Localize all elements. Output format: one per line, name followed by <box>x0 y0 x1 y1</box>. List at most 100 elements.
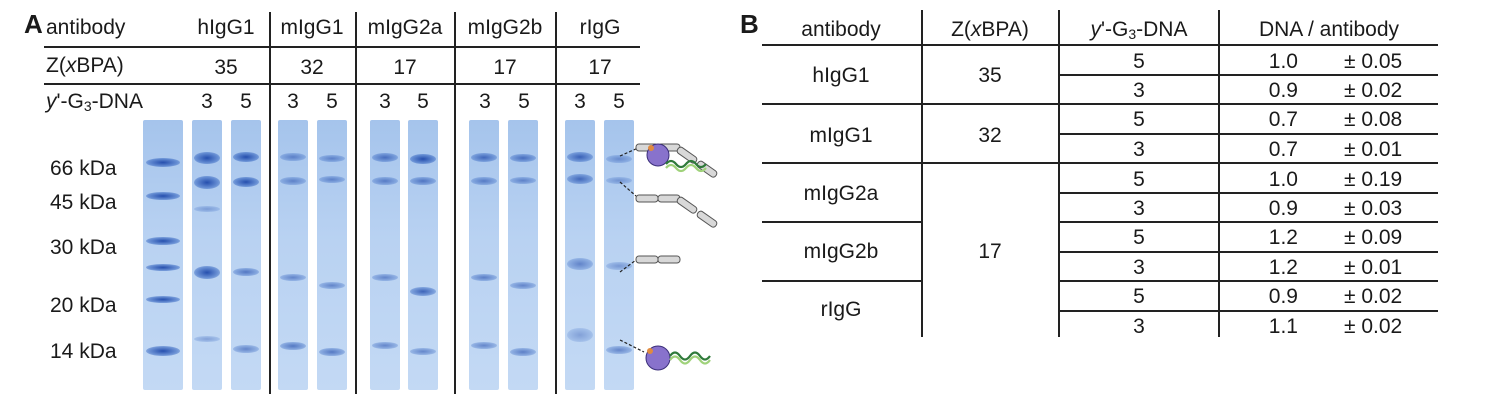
error-cell: ± 0.01 <box>1344 138 1403 161</box>
group-antibody-mIgG1: mIgG1 <box>809 124 873 147</box>
table-rule <box>762 44 1438 46</box>
ratio-cell: 0.9 <box>1268 285 1298 308</box>
error-cell: ± 0.08 <box>1344 108 1403 131</box>
table-rule <box>762 162 1438 164</box>
lane-divider <box>269 12 271 394</box>
lane-label: 5 <box>326 90 338 113</box>
antibody-mIgG1: mIgG1 <box>280 16 344 39</box>
lane-divider <box>355 12 357 394</box>
lane-label: 5 <box>417 90 429 113</box>
lane-label: 3 <box>479 90 491 113</box>
gel-lane <box>278 120 308 390</box>
gel-lane <box>469 120 499 390</box>
row-label-antibody: antibody <box>46 16 126 39</box>
table-rule <box>1058 221 1438 223</box>
antibody-mIgG2b: mIgG2b <box>467 16 543 39</box>
ratio-cell: 1.0 <box>1268 168 1298 191</box>
lane-divider <box>454 12 456 394</box>
z-value-mIgG2a: 17 <box>393 56 417 79</box>
table-rule <box>762 103 1438 105</box>
group-z-35: 35 <box>978 64 1002 87</box>
table-divider <box>1058 10 1060 337</box>
ratio-cell: 0.7 <box>1268 138 1298 161</box>
gel-lane-ladder <box>143 120 183 390</box>
table-divider <box>921 10 923 337</box>
error-cell: ± 0.03 <box>1344 197 1403 220</box>
table-divider <box>1218 10 1220 337</box>
table-rule <box>762 221 921 223</box>
table-rule <box>1058 251 1438 253</box>
table-rule <box>1058 280 1438 282</box>
group-z-17: 17 <box>978 240 1002 263</box>
group-antibody-mIgG2a: mIgG2a <box>803 182 879 205</box>
gel-lane <box>508 120 538 390</box>
ratio-cell: 0.9 <box>1268 79 1298 102</box>
z-value-mIgG1: 32 <box>300 56 324 79</box>
row-label-zxbpa: Z(xBPA) <box>46 54 124 77</box>
error-cell: ± 0.02 <box>1344 79 1403 102</box>
dna-cell: 5 <box>1133 285 1145 308</box>
table-rule <box>44 46 640 48</box>
dna-cell: 3 <box>1133 138 1145 161</box>
group-z-32: 32 <box>978 124 1002 147</box>
lane-label: 5 <box>613 90 625 113</box>
group-antibody-mIgG2b: mIgG2b <box>803 240 879 263</box>
z-value-hIgG1: 35 <box>214 56 238 79</box>
ratio-cell: 1.2 <box>1268 256 1298 279</box>
row-label-dna: y'-G3-DNA <box>46 90 143 114</box>
marker-45kda: 45 kDa <box>50 191 117 214</box>
error-cell: ± 0.19 <box>1344 168 1403 191</box>
error-cell: ± 0.09 <box>1344 226 1403 249</box>
group-antibody-rIgG: rIgG <box>820 298 862 321</box>
dna-cell: 5 <box>1133 168 1145 191</box>
gel-lane <box>565 120 595 390</box>
lane-label: 3 <box>574 90 586 113</box>
table-rule <box>1058 74 1438 76</box>
ratio-cell: 1.0 <box>1268 50 1298 73</box>
gel-lane <box>192 120 222 390</box>
lane-label: 5 <box>518 90 530 113</box>
header-zxbpa: Z(xBPA) <box>951 18 1029 41</box>
marker-30kda: 30 kDa <box>50 236 117 259</box>
header-antibody: antibody <box>801 18 881 41</box>
gel-lane <box>317 120 347 390</box>
lane-divider <box>555 12 557 394</box>
z-value-mIgG2b: 17 <box>493 56 517 79</box>
dna-cell: 5 <box>1133 108 1145 131</box>
gel-lane <box>408 120 438 390</box>
lane-label: 3 <box>201 90 213 113</box>
marker-66kda: 66 kDa <box>50 157 117 180</box>
z-value-rIgG: 17 <box>588 56 612 79</box>
gel-lane <box>231 120 261 390</box>
panel-a-label: A <box>24 9 43 39</box>
error-cell: ± 0.01 <box>1344 256 1403 279</box>
ratio-cell: 1.2 <box>1268 226 1298 249</box>
dna-cell: 5 <box>1133 50 1145 73</box>
dna-cell: 5 <box>1133 226 1145 249</box>
table-rule <box>1058 192 1438 194</box>
ratio-cell: 1.1 <box>1268 315 1298 338</box>
ratio-cell: 0.7 <box>1268 108 1298 131</box>
table-rule <box>1058 310 1438 312</box>
table-rule <box>44 83 640 85</box>
dna-cell: 3 <box>1133 256 1145 279</box>
header-dna: y'-G3-DNA <box>1090 18 1188 42</box>
antibody-hIgG1: hIgG1 <box>197 16 255 39</box>
dna-cell: 3 <box>1133 79 1145 102</box>
lane-label: 3 <box>287 90 299 113</box>
table-rule <box>762 280 921 282</box>
antibody-rIgG: rIgG <box>579 16 621 39</box>
dna-cell: 3 <box>1133 315 1145 338</box>
error-cell: ± 0.05 <box>1344 50 1403 73</box>
header-dna-per-antibody: DNA / antibody <box>1258 18 1400 41</box>
group-antibody-hIgG1: hIgG1 <box>812 64 870 87</box>
lane-label: 5 <box>240 90 252 113</box>
marker-20kda: 20 kDa <box>50 294 117 317</box>
panel-b-label: B <box>740 9 759 39</box>
dna-cell: 3 <box>1133 197 1145 220</box>
table-rule <box>1058 133 1438 135</box>
gel-lane <box>370 120 400 390</box>
ratio-cell: 0.9 <box>1268 197 1298 220</box>
antibody-mIgG2a: mIgG2a <box>367 16 443 39</box>
error-cell: ± 0.02 <box>1344 315 1403 338</box>
